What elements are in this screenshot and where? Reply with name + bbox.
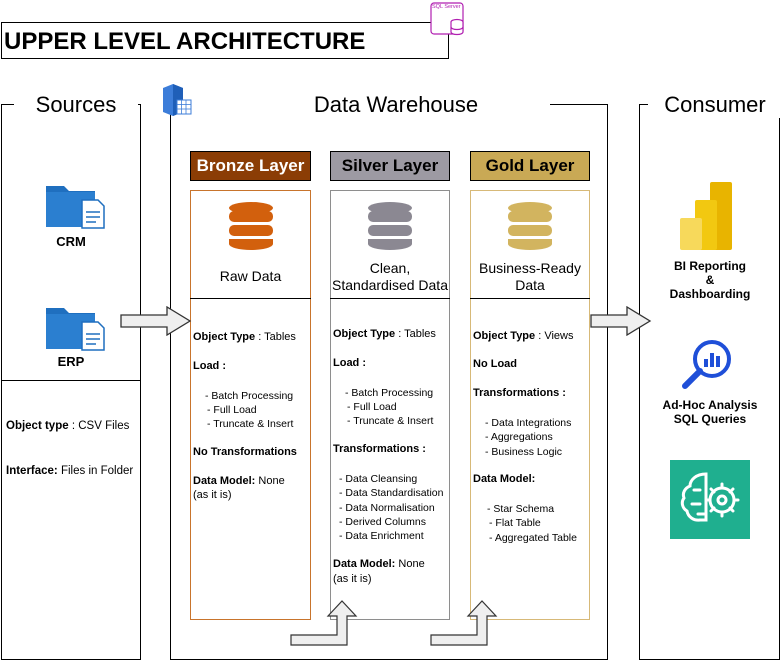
gold-layer-column <box>470 190 590 620</box>
crm-folder-icon <box>44 180 106 230</box>
source-interface: Interface: Files in Folder <box>6 465 134 477</box>
silver-transformation-3: - Data Normalisation <box>339 502 435 514</box>
consumer-bi-label-3: Dashboarding <box>669 287 751 301</box>
gold-data-model-item-1: - Star Schema <box>487 503 555 515</box>
silver-to-gold-arrow <box>430 600 498 646</box>
consumer-title: Consumer <box>648 92 781 118</box>
silver-transformations: Transformations : <box>333 443 426 455</box>
bronze-layer-header: Bronze Layer <box>190 151 311 181</box>
bronze-caption: Raw Data <box>219 268 282 284</box>
warehouse-title: Data Warehouse <box>270 92 522 118</box>
gold-caption-line-1: Business-Ready <box>479 260 581 276</box>
bronze-to-silver-arrow <box>290 600 358 646</box>
source-object-type: Object type : CSV Files <box>6 420 130 432</box>
silver-layer-column <box>330 190 450 620</box>
bronze-data-model: Data Model: None <box>193 475 285 487</box>
sources-title: Sources <box>14 92 138 118</box>
silver-data-model-note: (as it is) <box>333 573 372 585</box>
silver-database-icon <box>365 201 415 251</box>
bronze-object-type: Object Type : Tables <box>193 331 296 343</box>
bronze-layer-column <box>190 190 311 620</box>
gold-data-model-label: Data Model: <box>473 473 536 485</box>
silver-data-model: Data Model: None <box>333 558 425 570</box>
gold-transformation-2: - Aggregations <box>485 431 553 443</box>
consumer-bi-label-2: & <box>705 273 715 287</box>
silver-object-type: Object Type : Tables <box>333 328 436 340</box>
silver-transformation-4: - Derived Columns <box>339 516 426 528</box>
sql-server-icon: SQL Server <box>430 2 466 36</box>
machine-learning-icon <box>670 460 750 539</box>
sql-server-label: SQL Server <box>432 4 461 10</box>
sources-to-warehouse-arrow <box>120 306 192 336</box>
bronze-load-item-3: - Truncate & Insert <box>207 418 294 430</box>
bronze-load-item-1: - Batch Processing <box>205 390 294 402</box>
silver-load-item-3: - Truncate & Insert <box>347 415 434 427</box>
source-erp-label: ERP <box>57 354 85 369</box>
consumer-panel <box>639 104 780 660</box>
gold-transformation-3: - Business Logic <box>485 446 563 458</box>
erp-folder-icon <box>44 302 106 352</box>
consumer-adhoc-label-2: SQL Queries <box>673 412 747 426</box>
gold-database-icon <box>505 201 555 251</box>
gold-object-type: Object Type : Views <box>473 330 574 342</box>
silver-transformation-1: - Data Cleansing <box>339 473 418 485</box>
bronze-transformations: No Transformations <box>193 446 297 458</box>
warehouse-panel <box>170 104 608 660</box>
search-analytics-icon <box>680 339 732 391</box>
silver-transformation-5: - Data Enrichment <box>339 530 424 542</box>
gold-caption-line-2: Data <box>515 277 545 293</box>
gold-load-label: No Load <box>473 358 517 370</box>
server-icon <box>159 82 193 120</box>
consumer-adhoc-label-1: Ad-Hoc Analysis <box>662 398 758 412</box>
bronze-load-item-2: - Full Load <box>207 404 257 416</box>
page-title: UPPER LEVEL ARCHITECTURE <box>1 22 449 59</box>
gold-transformation-1: - Data Integrations <box>485 417 572 429</box>
silver-load-item-1: - Batch Processing <box>345 387 434 399</box>
consumer-bi-label-1: BI Reporting <box>674 259 746 273</box>
silver-load-item-2: - Full Load <box>347 401 397 413</box>
gold-layer-header: Gold Layer <box>470 151 590 181</box>
silver-layer-header: Silver Layer <box>330 151 450 181</box>
power-bi-icon <box>680 182 734 250</box>
bronze-load-label: Load : <box>193 360 226 372</box>
silver-transformation-2: - Data Standardisation <box>339 487 444 499</box>
warehouse-to-consumer-arrow <box>590 306 652 336</box>
sources-divider <box>1 380 141 381</box>
gold-data-model-item-3: - Aggregated Table <box>489 532 577 544</box>
silver-caption-line-1: Clean, <box>369 260 411 276</box>
silver-caption-line-2: Standardised Data <box>332 277 448 293</box>
bronze-data-model-note: (as it is) <box>193 489 232 501</box>
bronze-database-icon <box>226 201 276 251</box>
gold-data-model-item-2: - Flat Table <box>489 517 541 529</box>
silver-load-label: Load : <box>333 357 366 369</box>
source-crm-label: CRM <box>56 234 86 249</box>
gold-transformations: Transformations : <box>473 387 566 399</box>
